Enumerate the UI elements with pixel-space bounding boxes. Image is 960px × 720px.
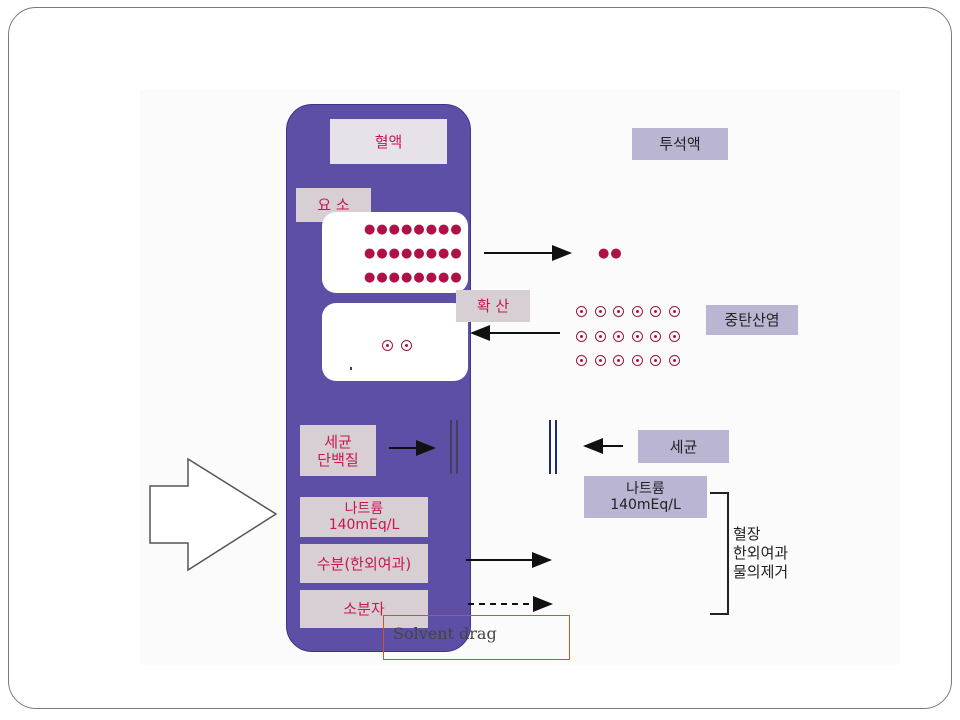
urea-dots-row-3: ●●●●●●●●	[364, 270, 463, 285]
bicarbonate-label: 중탄산염	[706, 305, 798, 335]
big-outline-arrow-icon	[149, 457, 278, 572]
bicarbonate-dot-icon	[594, 330, 606, 342]
bicarbonate-dot-icon	[613, 355, 624, 366]
bicarbonate-chamber	[322, 303, 468, 381]
sodium-outside-label: 나트륨 140mEq/L	[584, 476, 707, 518]
speck	[350, 367, 352, 370]
bicarbonate-dot-icon	[594, 355, 606, 366]
urea-chamber	[322, 212, 468, 293]
bicarbonate-dot-icon	[631, 306, 643, 317]
bicarbonate-dot-icon	[650, 355, 661, 366]
plasma-removal-text: 혈장 한외여과 물의제거	[733, 525, 789, 581]
bicarbonate-dot-icon	[382, 340, 393, 351]
bacteria-protein-label: 세균 단백질	[300, 425, 376, 476]
bicarbonate-dot-icon	[668, 330, 680, 342]
bicarbonate-dot-icon	[613, 306, 624, 317]
diagram-background	[140, 90, 900, 665]
urea-diffused-dots: ●●	[598, 246, 623, 261]
dialysate-label: 투석액	[632, 128, 728, 160]
urea-dots-row-2: ●●●●●●●●	[364, 246, 463, 261]
blood-label: 혈액	[330, 119, 447, 164]
bracket-icon	[710, 492, 729, 615]
bicarbonate-dot-icon	[594, 306, 606, 317]
bicarbonate-dot-icon	[576, 330, 587, 342]
diffusion-label: 확 산	[456, 290, 530, 322]
bicarbonate-dot-icon	[631, 355, 643, 366]
bicarbonate-dot-icon	[401, 340, 412, 351]
water-label: 수분(한외여과)	[300, 544, 428, 583]
bicarbonate-dot-icon	[668, 306, 680, 317]
bacteria-label: 세균	[638, 430, 729, 463]
bicarbonate-dot-icon	[613, 330, 624, 342]
solvent-drag-annotation: Solvent drag	[383, 615, 570, 660]
bicarbonate-dot-icon	[650, 330, 661, 342]
bicarbonate-dot-icon	[631, 330, 643, 342]
urea-dots-row-1: ●●●●●●●●	[364, 222, 463, 237]
bicarbonate-dot-icon	[576, 355, 587, 366]
bicarbonate-dot-icon	[576, 306, 587, 317]
bicarbonate-dot-icon	[668, 355, 680, 366]
sodium-inside-label: 나트륨 140mEq/L	[300, 497, 428, 537]
bicarbonate-dot-icon	[650, 306, 661, 317]
small-molecule-label: 소분자	[300, 590, 428, 628]
